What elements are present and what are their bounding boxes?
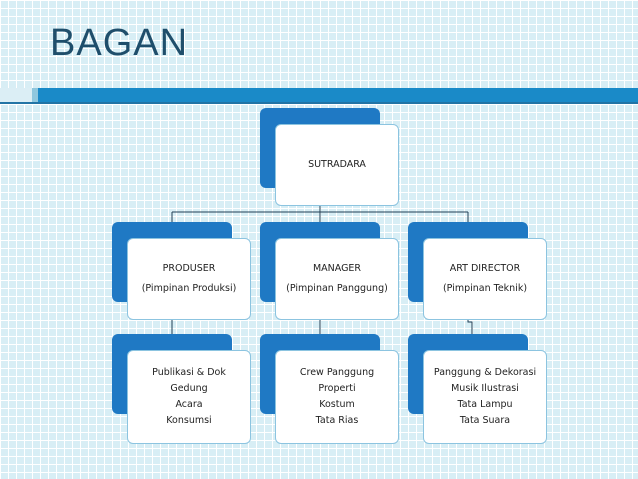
node-sutradara-label: SUTRADARA: [308, 159, 366, 170]
title-band-left: [0, 88, 32, 104]
task-item: Publikasi & Dok: [152, 367, 226, 378]
node-art-director-role: (Pimpinan Teknik): [442, 283, 528, 294]
task-item: Gedung: [170, 383, 208, 394]
node-box: ART DIRECTOR (Pimpinan Teknik): [423, 238, 547, 320]
node-produser-role: (Pimpinan Produksi): [141, 283, 237, 294]
task-item: Konsumsi: [166, 415, 212, 426]
node-box: Panggung & Dekorasi Musik Ilustrasi Tata…: [423, 350, 547, 444]
node-box: Crew Panggung Properti Kostum Tata Rias: [275, 350, 399, 444]
node-box: Publikasi & Dok Gedung Acara Konsumsi: [127, 350, 251, 444]
node-box: MANAGER (Pimpinan Panggung): [275, 238, 399, 320]
node-box: PRODUSER (Pimpinan Produksi): [127, 238, 251, 320]
task-item: Properti: [318, 383, 356, 394]
node-produser-label: PRODUSER: [162, 263, 216, 274]
node-art-director-label: ART DIRECTOR: [449, 263, 521, 274]
node-manager-role: (Pimpinan Panggung): [286, 283, 388, 294]
task-item: Acara: [175, 399, 203, 410]
node-box: SUTRADARA: [275, 124, 399, 206]
title-band-right: [38, 88, 638, 104]
task-item: Tata Lampu: [457, 399, 513, 410]
task-item: Crew Panggung: [299, 367, 375, 378]
task-item: Tata Suara: [459, 415, 511, 426]
title-underline: [0, 102, 638, 104]
task-item: Tata Rias: [315, 415, 359, 426]
slide-title: BAGAN: [50, 22, 189, 64]
task-item: Kostum: [319, 399, 355, 410]
node-manager-label: MANAGER: [312, 263, 362, 274]
task-item: Panggung & Dekorasi: [433, 367, 537, 378]
task-item: Musik Ilustrasi: [451, 383, 519, 394]
title-band-mid: [32, 88, 38, 104]
